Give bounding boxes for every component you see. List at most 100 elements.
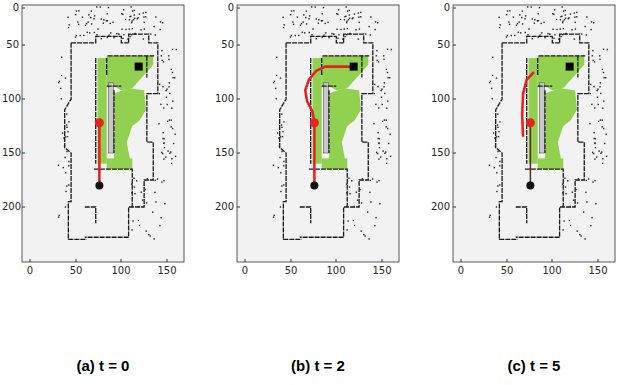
scan-point [174,77,175,78]
wall [113,90,114,153]
scan-point [384,119,385,120]
scan-point [344,28,345,29]
scan-point [305,17,306,18]
scan-point [538,37,539,38]
scan-point [367,211,368,212]
scan-point [123,34,124,35]
wall [85,237,129,238]
scan-point [333,34,334,35]
tick-label: 100 [215,94,234,104]
scan-point [172,49,173,50]
scan-point [172,128,173,129]
scan-point [358,38,359,39]
scan-point [63,167,64,168]
scan-point [594,61,595,62]
scan-point [562,34,563,35]
scan-point [377,60,378,61]
scan-point [159,225,160,226]
scan-point [372,178,373,179]
scan-point [90,17,91,18]
scan-point [116,33,117,34]
scan-point [303,14,304,15]
scan-point [499,184,500,185]
scan-point [386,107,387,108]
wall [544,90,545,153]
scan-point [352,18,353,19]
free-region [322,158,348,169]
tick-mark [453,45,456,46]
scan-point [131,20,132,21]
scan-point [281,127,282,128]
scan-point [280,77,281,78]
scan-point [59,215,60,216]
scan-point [291,35,292,36]
scan-point [353,220,354,221]
scan-point [302,32,303,33]
scan-point [597,88,598,89]
scan-point [565,18,566,19]
scan-point [498,17,499,18]
scan-point [553,14,554,15]
scan-point [346,183,347,184]
scan-point [65,191,66,192]
tick-mark [453,99,456,100]
scan-point [292,21,293,22]
wall [361,56,362,78]
scan-point [556,29,557,30]
scan-point [75,14,76,15]
scan-point [390,156,391,157]
scan-point [134,18,135,19]
scan-point [169,119,170,120]
scan-point [132,10,133,11]
scan-point [369,192,370,193]
tick-label: 200 [215,202,234,212]
scan-point [173,143,174,144]
scan-point [61,75,62,76]
scan-point [586,34,587,35]
scan-point [290,14,291,15]
tick-label: 150 [157,266,176,276]
scan-point [282,17,283,18]
scan-point [382,104,383,105]
scan-point [140,29,141,30]
scan-point [606,156,607,157]
scan-point [132,220,133,221]
scan-point [283,27,284,28]
scan-point [376,152,377,153]
scan-point [564,19,565,20]
wall [280,43,302,240]
wall [516,207,527,223]
scan-point [97,28,98,29]
wall [496,43,518,240]
robot-position [310,118,319,127]
scan-point [594,107,595,108]
scan-point [300,25,301,26]
scan-point [376,181,377,182]
tick-label: 150 [588,266,607,276]
scan-point [496,136,497,137]
scan-point [599,55,600,56]
scan-point [576,16,577,17]
tick-label: 150 [215,148,234,158]
scan-point [162,138,163,139]
scan-point [143,16,144,17]
scan-point [575,189,576,190]
scan-point [321,20,322,21]
map-panel [453,5,615,262]
scan-point [519,14,520,15]
scan-point [301,23,302,24]
scan-point [356,192,357,193]
scan-point [293,24,294,25]
scan-point [497,113,498,114]
scan-point [169,153,170,154]
scan-point [602,126,603,127]
scan-point [389,134,390,135]
scan-point [315,6,316,7]
scan-point [159,29,160,30]
scan-point [584,26,585,27]
scan-point [568,17,569,18]
scan-point [605,77,606,78]
wall [129,34,158,93]
scan-point [527,34,528,35]
scan-point [279,145,280,146]
